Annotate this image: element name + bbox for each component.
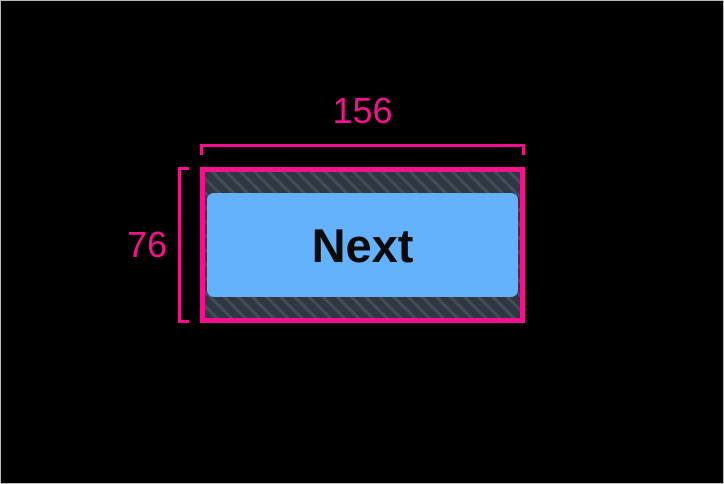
next-button-label: Next [311,218,414,272]
width-dimension-label: 156 [332,90,393,131]
height-dimension-label: 76 [126,224,167,265]
next-button[interactable]: Next [207,193,518,297]
height-dimension-bracket [178,167,189,323]
width-dimension-bracket [200,144,525,155]
measurement-selection-rect[interactable] [200,167,525,323]
